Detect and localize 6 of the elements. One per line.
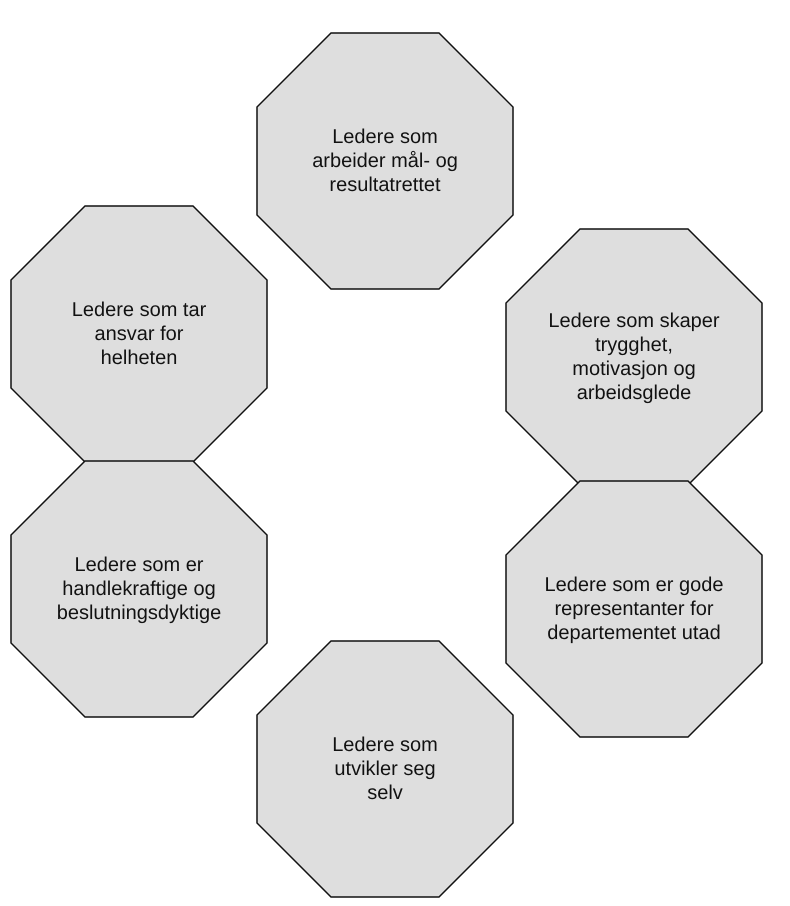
- node-text: Ledere som er handlekraftige og beslutningsdyktige: [56, 553, 222, 625]
- node-text: Ledere som er gode representanter for departementet utad: [543, 573, 724, 645]
- node-text: Ledere som utvikler seg selv: [331, 733, 439, 805]
- node-text: Ledere som skaper trygghet, motivasjon og arbeidsglede: [547, 309, 721, 405]
- node-text: Ledere som arbeider mål- og resultatrettet: [311, 125, 459, 197]
- node-text: Ledere som tar ansvar for helheten: [70, 298, 208, 370]
